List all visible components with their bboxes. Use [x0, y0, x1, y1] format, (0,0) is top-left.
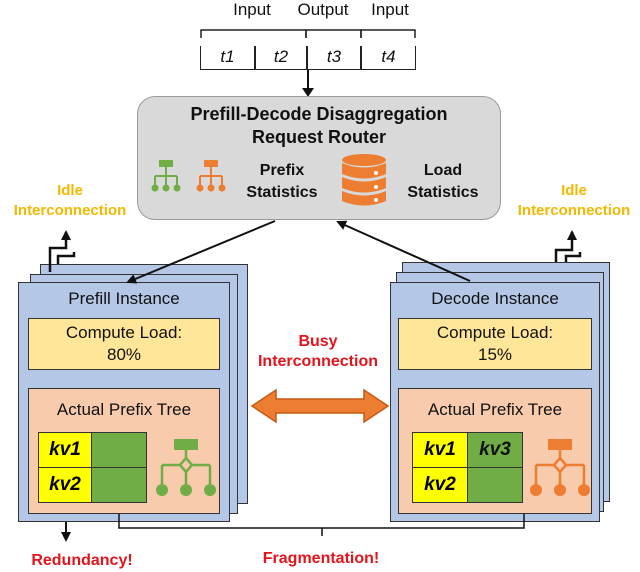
prefill-tree-title: Actual Prefix Tree [56, 400, 192, 419]
prefill-empty-cell-2 [91, 467, 147, 503]
prefill-tree-icon [156, 439, 216, 496]
token-t1: t1 [200, 46, 255, 70]
decode-kv2-cell: kv2 [412, 467, 468, 503]
prefix-stats-line2: Statistics [246, 184, 318, 201]
load-stats-line2: Statistics [407, 184, 479, 201]
idle-right-line1: Idle [561, 182, 587, 199]
idle-right-connector-2 [564, 252, 582, 262]
token-t4: t4 [361, 46, 416, 70]
decode-to-router-arrow [336, 220, 471, 282]
busy-line2: Interconnection [257, 353, 378, 370]
router-title-line2: Request Router [251, 127, 386, 147]
idle-left-connector [48, 230, 71, 272]
prefix-tree-icons [151, 160, 226, 192]
prefix-stats-line1: Prefix [259, 162, 305, 179]
busy-line1: Busy [298, 333, 338, 350]
idle-right-line2: Interconnection [517, 202, 631, 219]
router-to-prefill-arrow [126, 220, 276, 284]
load-stats-line1: Load [423, 162, 463, 179]
request-router [137, 96, 501, 220]
decode-empty-cell [467, 467, 523, 503]
token-t3: t3 [307, 46, 361, 70]
idle-right-connector [554, 230, 577, 262]
decode-title: Decode Instance [431, 289, 559, 308]
decode-load-value: 15% [477, 345, 513, 364]
decode-tree-title: Actual Prefix Tree [427, 400, 563, 419]
prefill-load-box [28, 318, 220, 370]
idle-left-connector-2 [56, 252, 76, 264]
output-label: Output [297, 0, 349, 19]
token-t2: t2 [255, 46, 307, 70]
decode-load-label: Compute Load: [436, 323, 554, 342]
redundancy-label: Redundancy! [31, 552, 133, 569]
busy-double-arrow [250, 388, 390, 424]
input-bracket-2 [360, 29, 416, 38]
prefill-load-label: Compute Load: [65, 323, 183, 342]
idle-left-line2: Interconnection [13, 202, 127, 219]
prefill-title: Prefill Instance [68, 289, 180, 308]
orange-tree-icon [196, 160, 226, 192]
input-label-2: Input [371, 0, 409, 19]
database-icon [342, 154, 386, 206]
prefill-load-value: 80% [106, 345, 142, 364]
seq-arrow-head [302, 88, 314, 97]
fragmentation-bracket [118, 514, 525, 529]
idle-left-line1: Idle [57, 182, 83, 199]
decode-tree-icon [530, 439, 590, 496]
input-label-1: Input [233, 0, 271, 19]
router-title-line1: Prefill-Decode Disaggregation [190, 104, 448, 124]
green-tree-icon [151, 160, 181, 192]
fragmentation-label: Fragmentation! [262, 550, 380, 567]
decode-load-box [398, 318, 592, 370]
decode-kv1-cell: kv1 [412, 432, 468, 468]
token-brackets [200, 29, 416, 97]
